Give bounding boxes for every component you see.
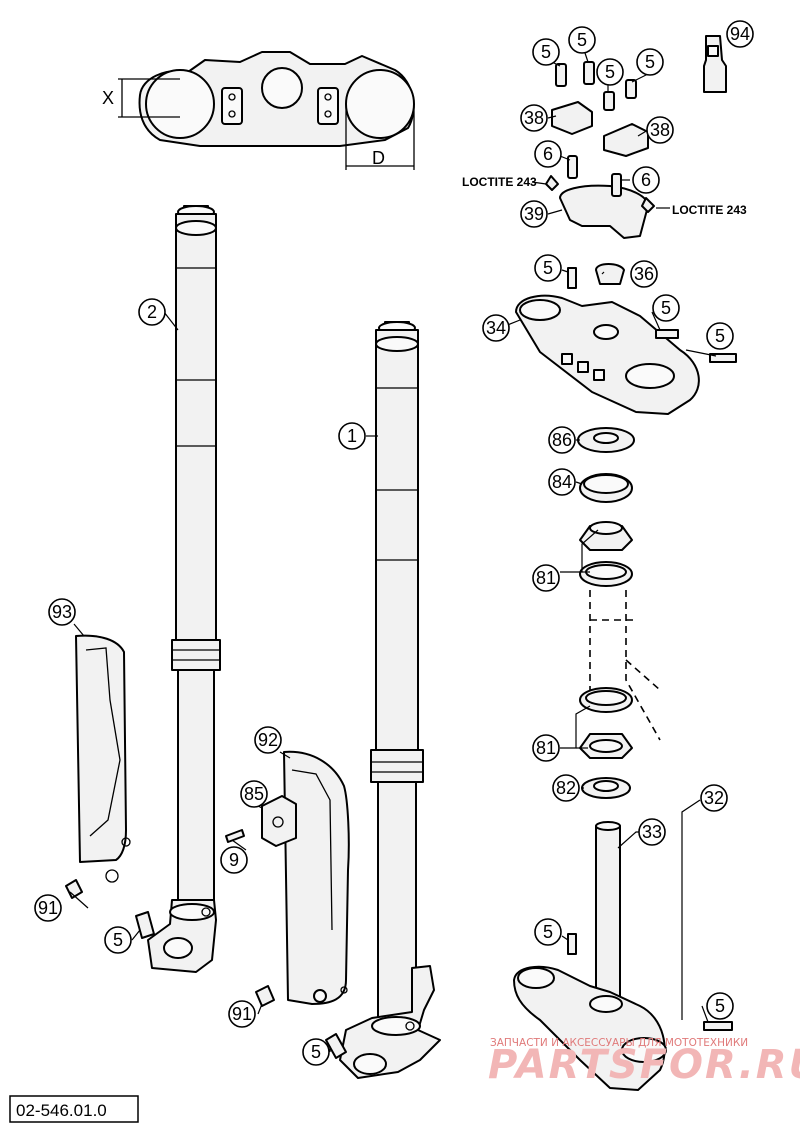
fork-guard-92 [283, 750, 350, 1005]
callout-5: 5 [596, 58, 624, 86]
callout-36: 36 [630, 260, 658, 288]
svg-text:38: 38 [524, 108, 544, 128]
callout-5: 5 [534, 918, 562, 946]
callout-6: 6 [534, 140, 562, 168]
svg-text:6: 6 [543, 144, 553, 164]
svg-text:34: 34 [486, 318, 506, 338]
callout-5: 5 [104, 926, 132, 954]
callout-85: 85 [240, 780, 268, 808]
svg-text:6: 6 [641, 170, 651, 190]
fork-guard-93 [75, 634, 131, 883]
callout-84: 84 [548, 468, 576, 496]
svg-text:33: 33 [642, 822, 662, 842]
svg-text:38: 38 [650, 120, 670, 140]
callout-93: 93 [48, 598, 76, 626]
callout-38: 38 [646, 116, 674, 144]
svg-text:36: 36 [634, 264, 654, 284]
svg-text:5: 5 [577, 30, 587, 50]
svg-text:5: 5 [543, 922, 553, 942]
loctite-note-right: LOCTITE 243 [672, 203, 747, 217]
svg-text:2: 2 [147, 302, 157, 322]
callout-5: 5 [532, 38, 560, 66]
callout-5: 5 [706, 322, 734, 350]
callout-86: 86 [548, 426, 576, 454]
callout-91: 91 [34, 894, 62, 922]
svg-text:39: 39 [524, 204, 544, 224]
callout-1: 1 [338, 422, 366, 450]
callout-2: 2 [138, 298, 166, 326]
svg-text:5: 5 [605, 62, 615, 82]
clamp-85 [261, 795, 297, 847]
svg-text:84: 84 [552, 472, 572, 492]
callout-5: 5 [568, 26, 596, 54]
callout-81: 81 [532, 564, 560, 592]
svg-text:5: 5 [661, 298, 671, 318]
fork-leg-2 [147, 205, 221, 973]
svg-text:5: 5 [645, 52, 655, 72]
handlebar-clamp-parts: LOCTITE 243 LOCTITE 243 [462, 35, 747, 239]
svg-text:93: 93 [52, 602, 72, 622]
callout-94: 94 [726, 20, 754, 48]
callout-9: 9 [220, 846, 248, 874]
svg-text:5: 5 [543, 258, 553, 278]
upper-triple-clamp-34 [515, 263, 737, 415]
drawing-number: 02-546.01.0 [16, 1101, 107, 1120]
svg-text:94: 94 [730, 24, 750, 44]
svg-text:91: 91 [38, 898, 58, 918]
callout-5: 5 [652, 294, 680, 322]
callout-5: 5 [302, 1038, 330, 1066]
svg-text:5: 5 [311, 1042, 321, 1062]
dimension-x-label: X [102, 88, 114, 108]
dimension-d-label: D [372, 148, 385, 168]
callout-82: 82 [552, 774, 580, 802]
watermark: ЗАПЧАСТИ И АКСЕССУАРЫ ДЛЯ МОТОТЕХНИКИ PA… [488, 1037, 800, 1088]
callout-38: 38 [520, 104, 548, 132]
svg-text:81: 81 [536, 568, 556, 588]
svg-text:1: 1 [347, 426, 357, 446]
svg-text:82: 82 [556, 778, 576, 798]
callout-5: 5 [636, 48, 664, 76]
svg-text:5: 5 [715, 326, 725, 346]
clamp-dimension-view: X D [102, 51, 415, 170]
callout-91: 91 [228, 1000, 256, 1028]
callout-5-lower-right: 5 [706, 992, 734, 1020]
callout-32: 32 [700, 784, 728, 812]
callout-6: 6 [632, 166, 660, 194]
svg-text:92: 92 [258, 730, 278, 750]
svg-text:9: 9 [229, 850, 239, 870]
svg-text:81: 81 [536, 738, 556, 758]
drawing-number-box: 02-546.01.0 [9, 1095, 139, 1123]
loctite-note-left: LOCTITE 243 [462, 175, 537, 189]
svg-text:32: 32 [704, 788, 724, 808]
callout-39: 39 [520, 200, 548, 228]
screw-set [65, 829, 347, 1059]
bearing-stack [577, 427, 661, 799]
svg-text:5: 5 [541, 42, 551, 62]
callout-92: 92 [254, 726, 282, 754]
svg-text:5: 5 [113, 930, 123, 950]
callout-34: 34 [482, 314, 510, 342]
svg-text:91: 91 [232, 1004, 252, 1024]
svg-text:5: 5 [715, 996, 725, 1016]
svg-text:86: 86 [552, 430, 572, 450]
callout-33: 33 [638, 818, 666, 846]
leader-lines [69, 49, 717, 1052]
callout-5: 5 [534, 254, 562, 282]
watermark-subtitle: ЗАПЧАСТИ И АКСЕССУАРЫ ДЛЯ МОТОТЕХНИКИ [490, 1037, 748, 1049]
fork-leg-1 [339, 321, 441, 1079]
svg-text:85: 85 [244, 784, 264, 804]
callout-81: 81 [532, 734, 560, 762]
watermark-brand: PARTSFOR.RU [488, 1042, 800, 1088]
lower-triple-clamp-32 [513, 821, 733, 1091]
